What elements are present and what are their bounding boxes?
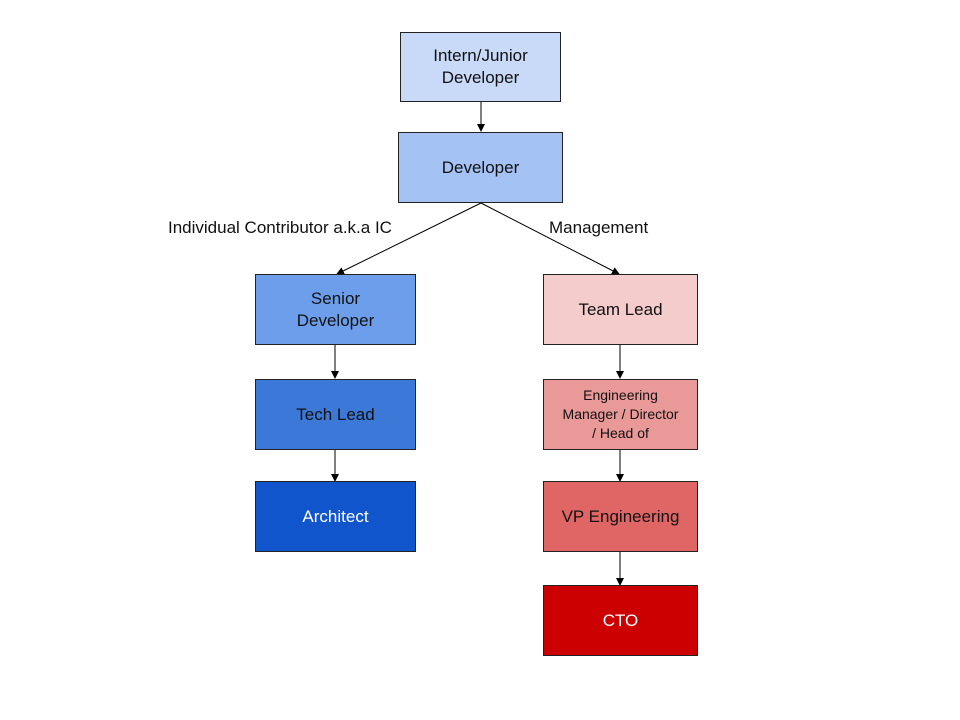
node-label: Developer [441, 157, 520, 177]
node-team-lead: Team Lead [543, 274, 698, 345]
node-label: CTO [602, 610, 639, 630]
node-label: Architect [302, 506, 369, 526]
node-label: Tech Lead [296, 404, 375, 424]
branch-label-ic: Individual Contributor a.k.a IC [168, 218, 392, 237]
node-label: Team Lead [578, 299, 663, 319]
node-cto: CTO [543, 585, 698, 656]
node-tech-lead: Tech Lead [255, 379, 416, 450]
arrow-developer-to-team-lead [480, 202, 620, 275]
node-label: VP Engineering [561, 506, 680, 526]
node-architect: Architect [255, 481, 416, 552]
branch-label-management: Management [549, 218, 649, 237]
node-vp-engineering: VP Engineering [543, 481, 698, 552]
arrow-developer-to-senior [336, 202, 482, 275]
node-developer: Developer [398, 132, 563, 203]
